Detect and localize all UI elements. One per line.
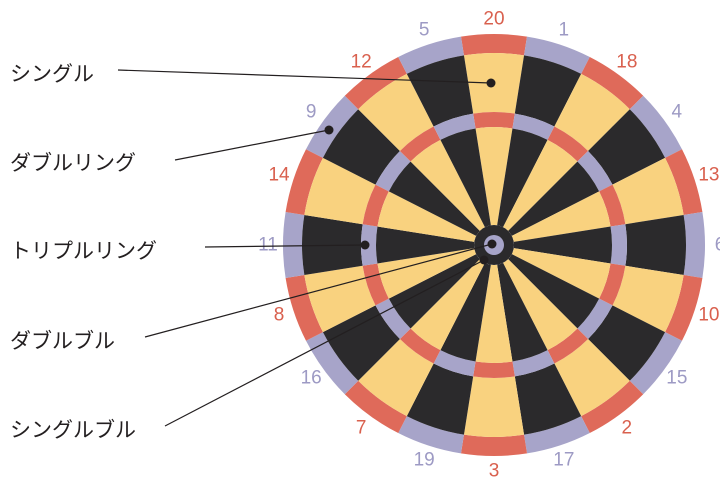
label-double-bull: ダブルブル [10, 325, 115, 355]
board-number: 2 [622, 417, 633, 438]
triple-segment-3 [473, 362, 515, 378]
board-number: 11 [258, 235, 278, 256]
board-number: 7 [356, 417, 367, 438]
label-single: シングル [10, 58, 94, 88]
board-number: 6 [715, 235, 720, 256]
leader-double-bull-dot [488, 240, 497, 249]
double-segment-6 [684, 212, 705, 278]
board-number: 13 [698, 165, 719, 186]
triple-segment-6 [611, 224, 627, 266]
outer-single-segment-6 [625, 215, 686, 275]
double-segment-3 [461, 435, 527, 456]
leader-double-ring-dot [325, 126, 334, 135]
board-number: 19 [414, 449, 435, 470]
outer-single-segment-3 [464, 376, 524, 437]
board-number: 10 [698, 304, 719, 325]
double-segment-20 [461, 34, 527, 55]
label-single-bull: シングルブル [10, 414, 136, 444]
label-double-ring: ダブルリング [10, 147, 136, 177]
board-number: 1 [559, 20, 570, 41]
triple-segment-20 [473, 112, 515, 128]
leader-single-dot [487, 79, 496, 88]
board-number: 12 [351, 52, 372, 73]
label-triple-ring: トリプルリング [10, 235, 157, 265]
board-number: 4 [672, 102, 683, 123]
board-number: 16 [301, 367, 322, 388]
board-number: 18 [616, 52, 637, 73]
board-number: 9 [306, 102, 317, 123]
leader-triple-ring-dot [361, 241, 370, 250]
board-number: 20 [483, 9, 504, 30]
board-number: 3 [489, 461, 500, 479]
leader-single-bull-dot [480, 256, 489, 265]
board-number: 15 [666, 367, 687, 388]
board-number: 17 [553, 449, 574, 470]
board-number: 5 [419, 20, 430, 41]
board-number: 14 [268, 165, 290, 186]
double-segment-11 [283, 212, 304, 278]
board-number: 8 [274, 304, 285, 325]
